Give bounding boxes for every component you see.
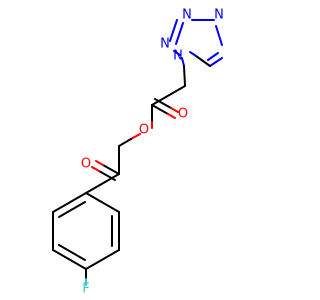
bond-ch2-ch2 (183, 65, 186, 87)
atom-n-ring-1: N (173, 49, 183, 64)
molecule-structure: N N N N O O O F (52, 8, 224, 297)
bond-o-ch2 (118, 138, 132, 147)
tetrazole-ring (169, 19, 223, 67)
ester-linkage (118, 133, 141, 175)
atom-o-ester: O (139, 123, 149, 138)
bond-n4-c5 (209, 57, 223, 67)
bond-n1-n2-double (169, 19, 178, 42)
bond-ketone-double-2-o (91, 166, 100, 172)
atom-o-ester-carbonyl: O (178, 107, 188, 122)
bond-ketone-c-ring (85, 173, 120, 194)
bond-n1-n2 (175, 22, 184, 45)
bond-ring-6-1 (85, 192, 120, 213)
bond-carbonyl-double-2 (154, 98, 172, 109)
bond-ketone-double-1-o (95, 160, 104, 166)
bond-n1-ch2 (181, 57, 185, 67)
bond-n3-n4 (215, 25, 223, 46)
atom-n-ring-4: N (214, 8, 224, 23)
benzene-ring (52, 192, 120, 270)
ketone-group (85, 160, 120, 194)
bond-ring-4-5 (85, 249, 120, 270)
atom-o-ketone: O (81, 157, 91, 172)
bond-ketone-double-1 (102, 164, 120, 175)
propanoate-chain (151, 57, 186, 129)
bond-ring-3-4 (52, 249, 87, 270)
bond-c5-n1 (195, 55, 211, 67)
bond-ketone-double-2 (98, 170, 116, 181)
bond-ring-1-2 (52, 192, 87, 213)
bond-o-ester (130, 133, 141, 140)
bond-ring-3-4-inner (58, 244, 86, 261)
atom-n-ring-3: N (182, 8, 192, 23)
atom-f: F (82, 282, 89, 297)
bond-carbonyl-double-1-o (167, 113, 176, 119)
bond-n1-n-ring (173, 50, 181, 56)
atom-n-ring-2: N (160, 37, 170, 52)
bond-carbonyl-double-2-o (170, 107, 179, 113)
bond-ch2-carbonyl (151, 85, 186, 106)
bond-n4-c5-double (207, 52, 219, 61)
bond-ring-1-2-inner (58, 201, 86, 218)
bond-carbonyl-double-1 (151, 104, 169, 115)
bond-c5-n1-colored (189, 51, 197, 57)
